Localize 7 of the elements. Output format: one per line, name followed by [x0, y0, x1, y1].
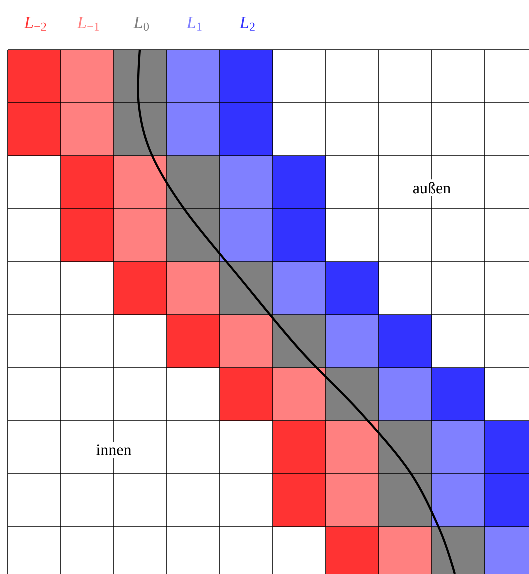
region-label: außen	[410, 180, 454, 196]
legend-label: L$_{−1}$	[77, 17, 100, 31]
legend-label: L$_{0}$	[134, 16, 150, 32]
region-label: innen	[94, 442, 134, 458]
legend-label: L$_{1}$	[186, 17, 202, 31]
legend-label: L$_{−2}$	[24, 17, 46, 31]
legend-label: L$_{2}$	[240, 17, 255, 31]
